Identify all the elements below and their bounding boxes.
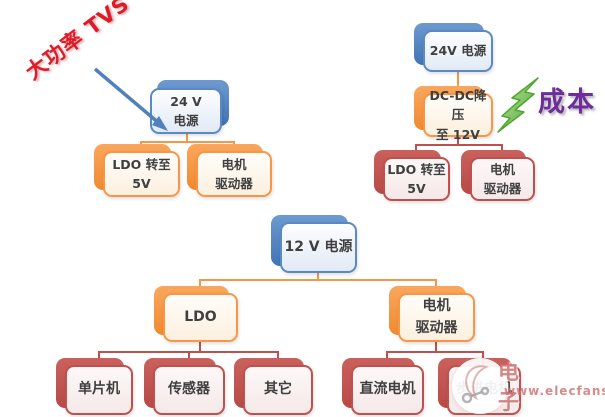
annotation-high-power-tvs: 大功率 TVS (21, 0, 134, 85)
node-label: 传感器 (168, 381, 210, 398)
node-motor-driver-branch: 电机 驱动器 (389, 286, 475, 342)
node-label: 单片机 (78, 381, 120, 398)
node-24v-power-buck: 24V 电源 (414, 23, 493, 72)
node-mcu: 单片机 (56, 358, 133, 415)
node-dc-motor: 直流电机 (342, 358, 424, 415)
node-label: LDO (184, 308, 217, 325)
node-ldo-5v-buck: LDO 转至 5V (374, 150, 450, 201)
watermark-url: www.elecfans.com (504, 384, 605, 398)
node-dcdc-buck-12v: DC-DC降压 至 12V (414, 86, 493, 142)
node-label: 直流电机 (359, 381, 416, 398)
watermark-brand: 电子发烧友 (498, 360, 522, 414)
node-other: 其它 (234, 358, 313, 415)
node-12v-power: 12 V 电源 (271, 215, 357, 273)
node-motor-driver-direct: 电机 驱动器 (187, 144, 272, 197)
node-label: 电机 驱动器 (483, 161, 522, 196)
elecfans-logo-icon (452, 358, 508, 414)
node-label: 12 V 电源 (284, 238, 353, 255)
lightning-icon (497, 77, 539, 133)
node-label: DC-DC降压 至 12V (429, 87, 487, 142)
node-label: LDO 转至 5V (112, 156, 171, 191)
node-motor-driver-buck: 电机 驱动器 (461, 150, 535, 201)
node-label: 电机 驱动器 (415, 297, 458, 336)
node-label: 24 V 电源 (170, 93, 202, 128)
node-24v-power-direct: 24 V 电源 (150, 80, 229, 134)
node-label: 其它 (264, 381, 292, 398)
node-ldo-5v-direct: LDO 转至 5V (94, 144, 180, 197)
node-label: 电机 驱动器 (215, 156, 253, 191)
annotation-cost: 成本 (538, 87, 596, 118)
node-label: 24V 电源 (429, 43, 487, 59)
node-label: LDO 转至 5V (387, 161, 446, 196)
node-sensor: 传感器 (144, 358, 225, 415)
node-ldo-branch: LDO (154, 286, 238, 342)
